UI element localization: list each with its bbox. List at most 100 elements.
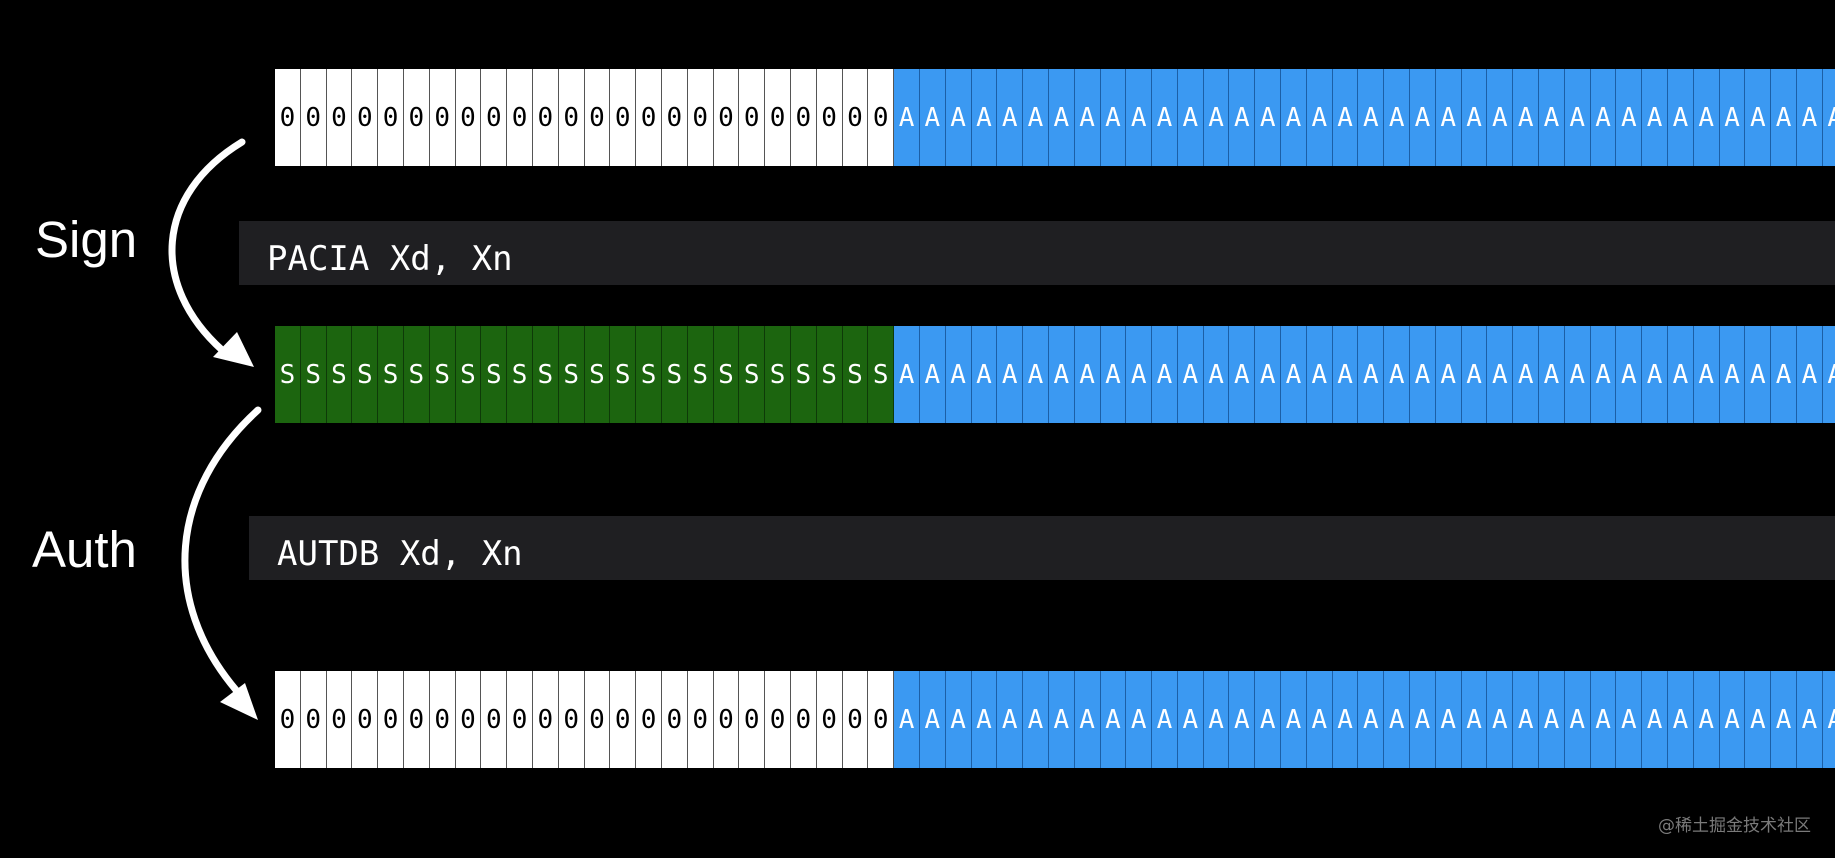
- zero-bit-cell: 0: [842, 671, 869, 768]
- address-bit-cell: A: [1074, 671, 1101, 768]
- zero-bit-cell: 0: [816, 69, 843, 166]
- address-bit-cell: A: [1410, 326, 1436, 423]
- address-bit-cell: A: [1229, 671, 1256, 768]
- signature-bit-cell: S: [765, 326, 791, 423]
- address-bit-cell: A: [1255, 69, 1282, 166]
- address-bit-cell: A: [1177, 671, 1204, 768]
- zero-bit-cell: 0: [713, 671, 740, 768]
- signature-bit-cell: S: [429, 326, 456, 423]
- address-bit-cell: A: [1023, 671, 1049, 768]
- signature-bit-cell: S: [842, 326, 869, 423]
- address-bit-cell: A: [1693, 326, 1720, 423]
- address-bit-cell: A: [1410, 671, 1436, 768]
- address-bit-cell: A: [971, 671, 998, 768]
- zero-bit-cell: 0: [636, 69, 662, 166]
- address-bit-cell: A: [971, 69, 998, 166]
- address-bit-cell: A: [1590, 671, 1617, 768]
- signature-bit-cell: S: [300, 326, 327, 423]
- signature-bit-cell: S: [790, 326, 817, 423]
- address-bit-cell: A: [1177, 69, 1204, 166]
- signature-bit-cell: S: [275, 326, 301, 423]
- address-bit-cell: A: [1100, 69, 1127, 166]
- address-bit-cell: A: [1564, 671, 1591, 768]
- address-bit-cell: A: [1513, 69, 1540, 166]
- signature-bit-cell: S: [507, 326, 533, 423]
- instruction-sign-text: PACIA Xd, Xn: [267, 239, 513, 279]
- address-bit-cell: A: [1487, 69, 1514, 166]
- zero-bit-cell: 0: [687, 671, 714, 768]
- address-bit-cell: A: [1100, 326, 1127, 423]
- address-bit-cell: A: [1668, 326, 1694, 423]
- address-bit-cell: A: [1255, 326, 1282, 423]
- address-bit-cell: A: [997, 326, 1024, 423]
- address-bit-cell: A: [1539, 671, 1565, 768]
- address-bit-cell: A: [1771, 671, 1798, 768]
- address-bit-cell: A: [1513, 326, 1540, 423]
- address-bit-cell: A: [1126, 69, 1153, 166]
- address-bit-cell: A: [1487, 671, 1514, 768]
- zero-bit-cell: 0: [636, 671, 662, 768]
- zero-bit-cell: 0: [816, 671, 843, 768]
- address-bit-cell: A: [1435, 69, 1462, 166]
- zero-bit-cell: 0: [765, 69, 791, 166]
- zero-bit-cell: 0: [739, 69, 766, 166]
- address-bit-cell: A: [1100, 671, 1127, 768]
- address-bit-cell: A: [1435, 671, 1462, 768]
- instruction-auth-text: AUTDB Xd, Xn: [277, 534, 523, 574]
- address-bit-cell: A: [919, 326, 946, 423]
- address-bit-cell: A: [945, 671, 972, 768]
- zero-bit-cell: 0: [429, 671, 456, 768]
- address-bit-cell: A: [1822, 326, 1835, 423]
- address-bit-cell: A: [1668, 671, 1694, 768]
- address-bit-cell: A: [1539, 69, 1565, 166]
- zero-bit-cell: 0: [868, 671, 895, 768]
- address-bit-cell: A: [1203, 326, 1230, 423]
- zero-bit-cell: 0: [790, 671, 817, 768]
- address-bit-cell: A: [945, 69, 972, 166]
- zero-bit-cell: 0: [842, 69, 869, 166]
- zero-bit-cell: 0: [532, 69, 559, 166]
- watermark: @稀土掘金技术社区: [1658, 816, 1811, 836]
- address-bit-cell: A: [1229, 69, 1256, 166]
- address-bit-cell: A: [894, 69, 920, 166]
- zero-bit-cell: 0: [661, 671, 688, 768]
- address-bit-cell: A: [1797, 326, 1823, 423]
- sign-label: Sign: [35, 211, 138, 268]
- zero-bit-cell: 0: [507, 671, 533, 768]
- address-bit-cell: A: [1023, 326, 1049, 423]
- address-bit-cell: A: [945, 326, 972, 423]
- address-bit-cell: A: [1668, 69, 1694, 166]
- address-bit-cell: A: [1306, 326, 1333, 423]
- signature-bit-cell: S: [687, 326, 714, 423]
- address-bit-cell: A: [1255, 671, 1282, 768]
- address-bit-cell: A: [1358, 326, 1385, 423]
- zero-bit-cell: 0: [403, 671, 430, 768]
- address-bit-cell: A: [1074, 69, 1101, 166]
- zero-bit-cell: 0: [713, 69, 740, 166]
- address-bit-cell: A: [1281, 671, 1307, 768]
- address-bit-cell: A: [894, 326, 920, 423]
- signature-bit-cell: S: [713, 326, 740, 423]
- address-bit-cell: A: [1719, 326, 1746, 423]
- address-bit-cell: A: [1074, 326, 1101, 423]
- address-bit-cell: A: [1745, 671, 1772, 768]
- address-bit-cell: A: [1771, 326, 1798, 423]
- zero-bit-cell: 0: [765, 671, 791, 768]
- address-bit-cell: A: [1048, 671, 1075, 768]
- zero-bit-cell: 0: [739, 671, 766, 768]
- address-bit-cell: A: [1461, 326, 1488, 423]
- address-bit-cell: A: [1590, 326, 1617, 423]
- address-bit-cell: A: [1358, 671, 1385, 768]
- zero-bit-cell: 0: [584, 671, 611, 768]
- signature-bit-cell: S: [636, 326, 662, 423]
- address-bit-cell: A: [1616, 671, 1643, 768]
- zero-bit-cell: 0: [661, 69, 688, 166]
- zero-bit-cell: 0: [429, 69, 456, 166]
- zero-bit-cell: 0: [326, 69, 353, 166]
- signature-bit-cell: S: [661, 326, 688, 423]
- address-bit-cell: A: [1693, 671, 1720, 768]
- address-bit-cell: A: [1306, 671, 1333, 768]
- signature-bit-cell: S: [816, 326, 843, 423]
- address-bit-cell: A: [1126, 671, 1153, 768]
